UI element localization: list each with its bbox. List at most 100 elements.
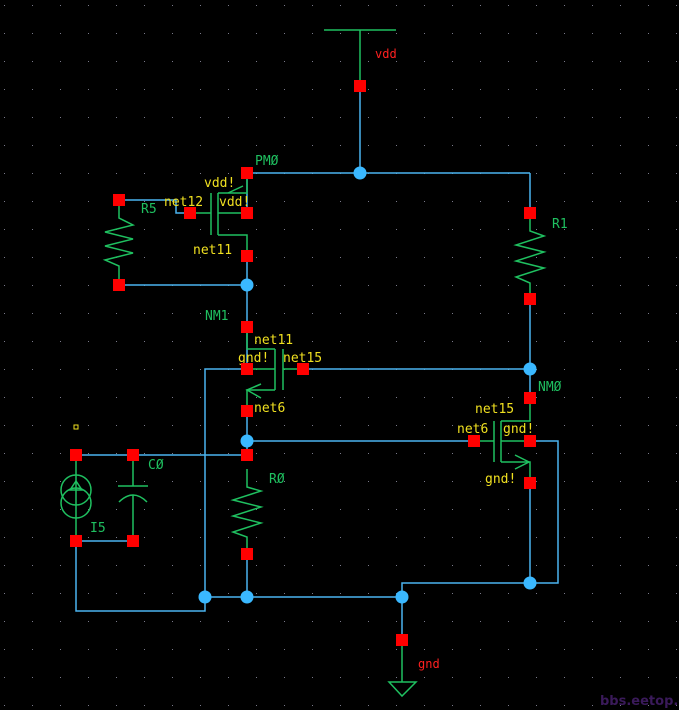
grid-dot [88, 89, 89, 90]
resistor-r1[interactable]: R1 [513, 213, 568, 299]
grid-dot [620, 173, 621, 174]
grid-dot [676, 565, 677, 566]
gnd-supply[interactable]: gnd [387, 640, 440, 698]
grid-dot [340, 481, 341, 482]
grid-dot [200, 453, 201, 454]
grid-dot [508, 5, 509, 6]
grid-dot [452, 425, 453, 426]
grid-dot [32, 5, 33, 6]
grid-dot [340, 89, 341, 90]
grid-dot [60, 89, 61, 90]
pin-terminal[interactable] [468, 435, 480, 447]
pin-terminal[interactable] [241, 167, 253, 179]
pin-terminal[interactable] [524, 435, 536, 447]
pin-terminal[interactable] [113, 194, 125, 206]
grid-dot [284, 145, 285, 146]
pin-terminal[interactable] [524, 293, 536, 305]
grid-dot [424, 453, 425, 454]
pins [70, 80, 536, 646]
wire[interactable] [401, 582, 530, 597]
pin-terminal[interactable] [127, 535, 139, 547]
grid-dot [200, 117, 201, 118]
grid-dot [676, 369, 677, 370]
grid-dot [340, 621, 341, 622]
grid-dot [396, 341, 397, 342]
grid-dot [424, 61, 425, 62]
resistor-r5[interactable]: R5 [102, 200, 157, 285]
nmos-nm0[interactable]: NMØ net15 net6 gnd! gnd! [457, 380, 562, 487]
grid-dot [144, 33, 145, 34]
grid-dot [284, 565, 285, 566]
grid-dot [676, 425, 677, 426]
pin-terminal[interactable] [241, 548, 253, 560]
grid-dot [4, 453, 5, 454]
grid-dot [32, 397, 33, 398]
grid-dot [620, 453, 621, 454]
grid-dot [396, 257, 397, 258]
grid-dot [508, 453, 509, 454]
pin-terminal[interactable] [113, 279, 125, 291]
pin-terminal[interactable] [241, 405, 253, 417]
pin-terminal[interactable] [524, 207, 536, 219]
grid-dot [648, 397, 649, 398]
grid-dot [60, 341, 61, 342]
grid-dot [508, 677, 509, 678]
pin-terminal[interactable] [241, 449, 253, 461]
pin-terminal[interactable] [241, 207, 253, 219]
grid-dot [32, 453, 33, 454]
grid-dot [32, 677, 33, 678]
grid-dot [620, 257, 621, 258]
wire[interactable] [204, 368, 247, 597]
grid-dot [536, 173, 537, 174]
pmos-pm0[interactable]: PMØ vdd! net12 vdd! net11 [164, 154, 279, 258]
current-source-i5[interactable]: I5 [60, 455, 106, 541]
pin-terminal[interactable] [241, 250, 253, 262]
resistor-r0[interactable]: RØ [230, 469, 285, 554]
r5-label: R5 [141, 202, 157, 217]
pin-terminal[interactable] [524, 392, 536, 404]
pin-terminal[interactable] [184, 207, 196, 219]
pin-terminal[interactable] [524, 477, 536, 489]
grid-dot [480, 285, 481, 286]
grid-dot [60, 117, 61, 118]
grid-dot [648, 257, 649, 258]
pm0-bulk-net-label-2: vdd! [219, 195, 250, 210]
grid-dot [676, 677, 677, 678]
grid-dot [424, 5, 425, 6]
pin-terminal[interactable] [70, 535, 82, 547]
grid-dot [564, 593, 565, 594]
grid-dot [172, 593, 173, 594]
r0-zigzag [230, 469, 264, 554]
grid-dot [284, 33, 285, 34]
wire[interactable] [530, 440, 559, 584]
pin-terminal[interactable] [241, 363, 253, 375]
capacitor-c0[interactable]: CØ [118, 455, 164, 541]
pin-terminal[interactable] [354, 80, 366, 92]
junction-dots [198, 166, 537, 604]
wire[interactable] [75, 541, 206, 612]
grid-dot [424, 509, 425, 510]
pin-terminal[interactable] [241, 321, 253, 333]
grid-dot [312, 509, 313, 510]
grid-dot [452, 201, 453, 202]
pin-terminal[interactable] [127, 449, 139, 461]
grid-dot [312, 453, 313, 454]
nmos-nm1[interactable]: NM1 net11 gnd! net15 net6 [205, 309, 322, 416]
grid-dot [312, 341, 313, 342]
pin-terminal[interactable] [70, 449, 82, 461]
grid-dot [676, 705, 677, 706]
wire[interactable] [119, 199, 190, 214]
grid-dot [4, 369, 5, 370]
grid-dot [564, 117, 565, 118]
pin-terminal[interactable] [396, 634, 408, 646]
grid-dot [200, 509, 201, 510]
vdd-supply[interactable]: vdd [324, 29, 397, 86]
grid-dot [60, 677, 61, 678]
grid-dot [60, 257, 61, 258]
grid-dot [144, 593, 145, 594]
pin-terminal[interactable] [297, 363, 309, 375]
grid-dot [200, 145, 201, 146]
grid-dot [424, 341, 425, 342]
grid-dot [648, 677, 649, 678]
